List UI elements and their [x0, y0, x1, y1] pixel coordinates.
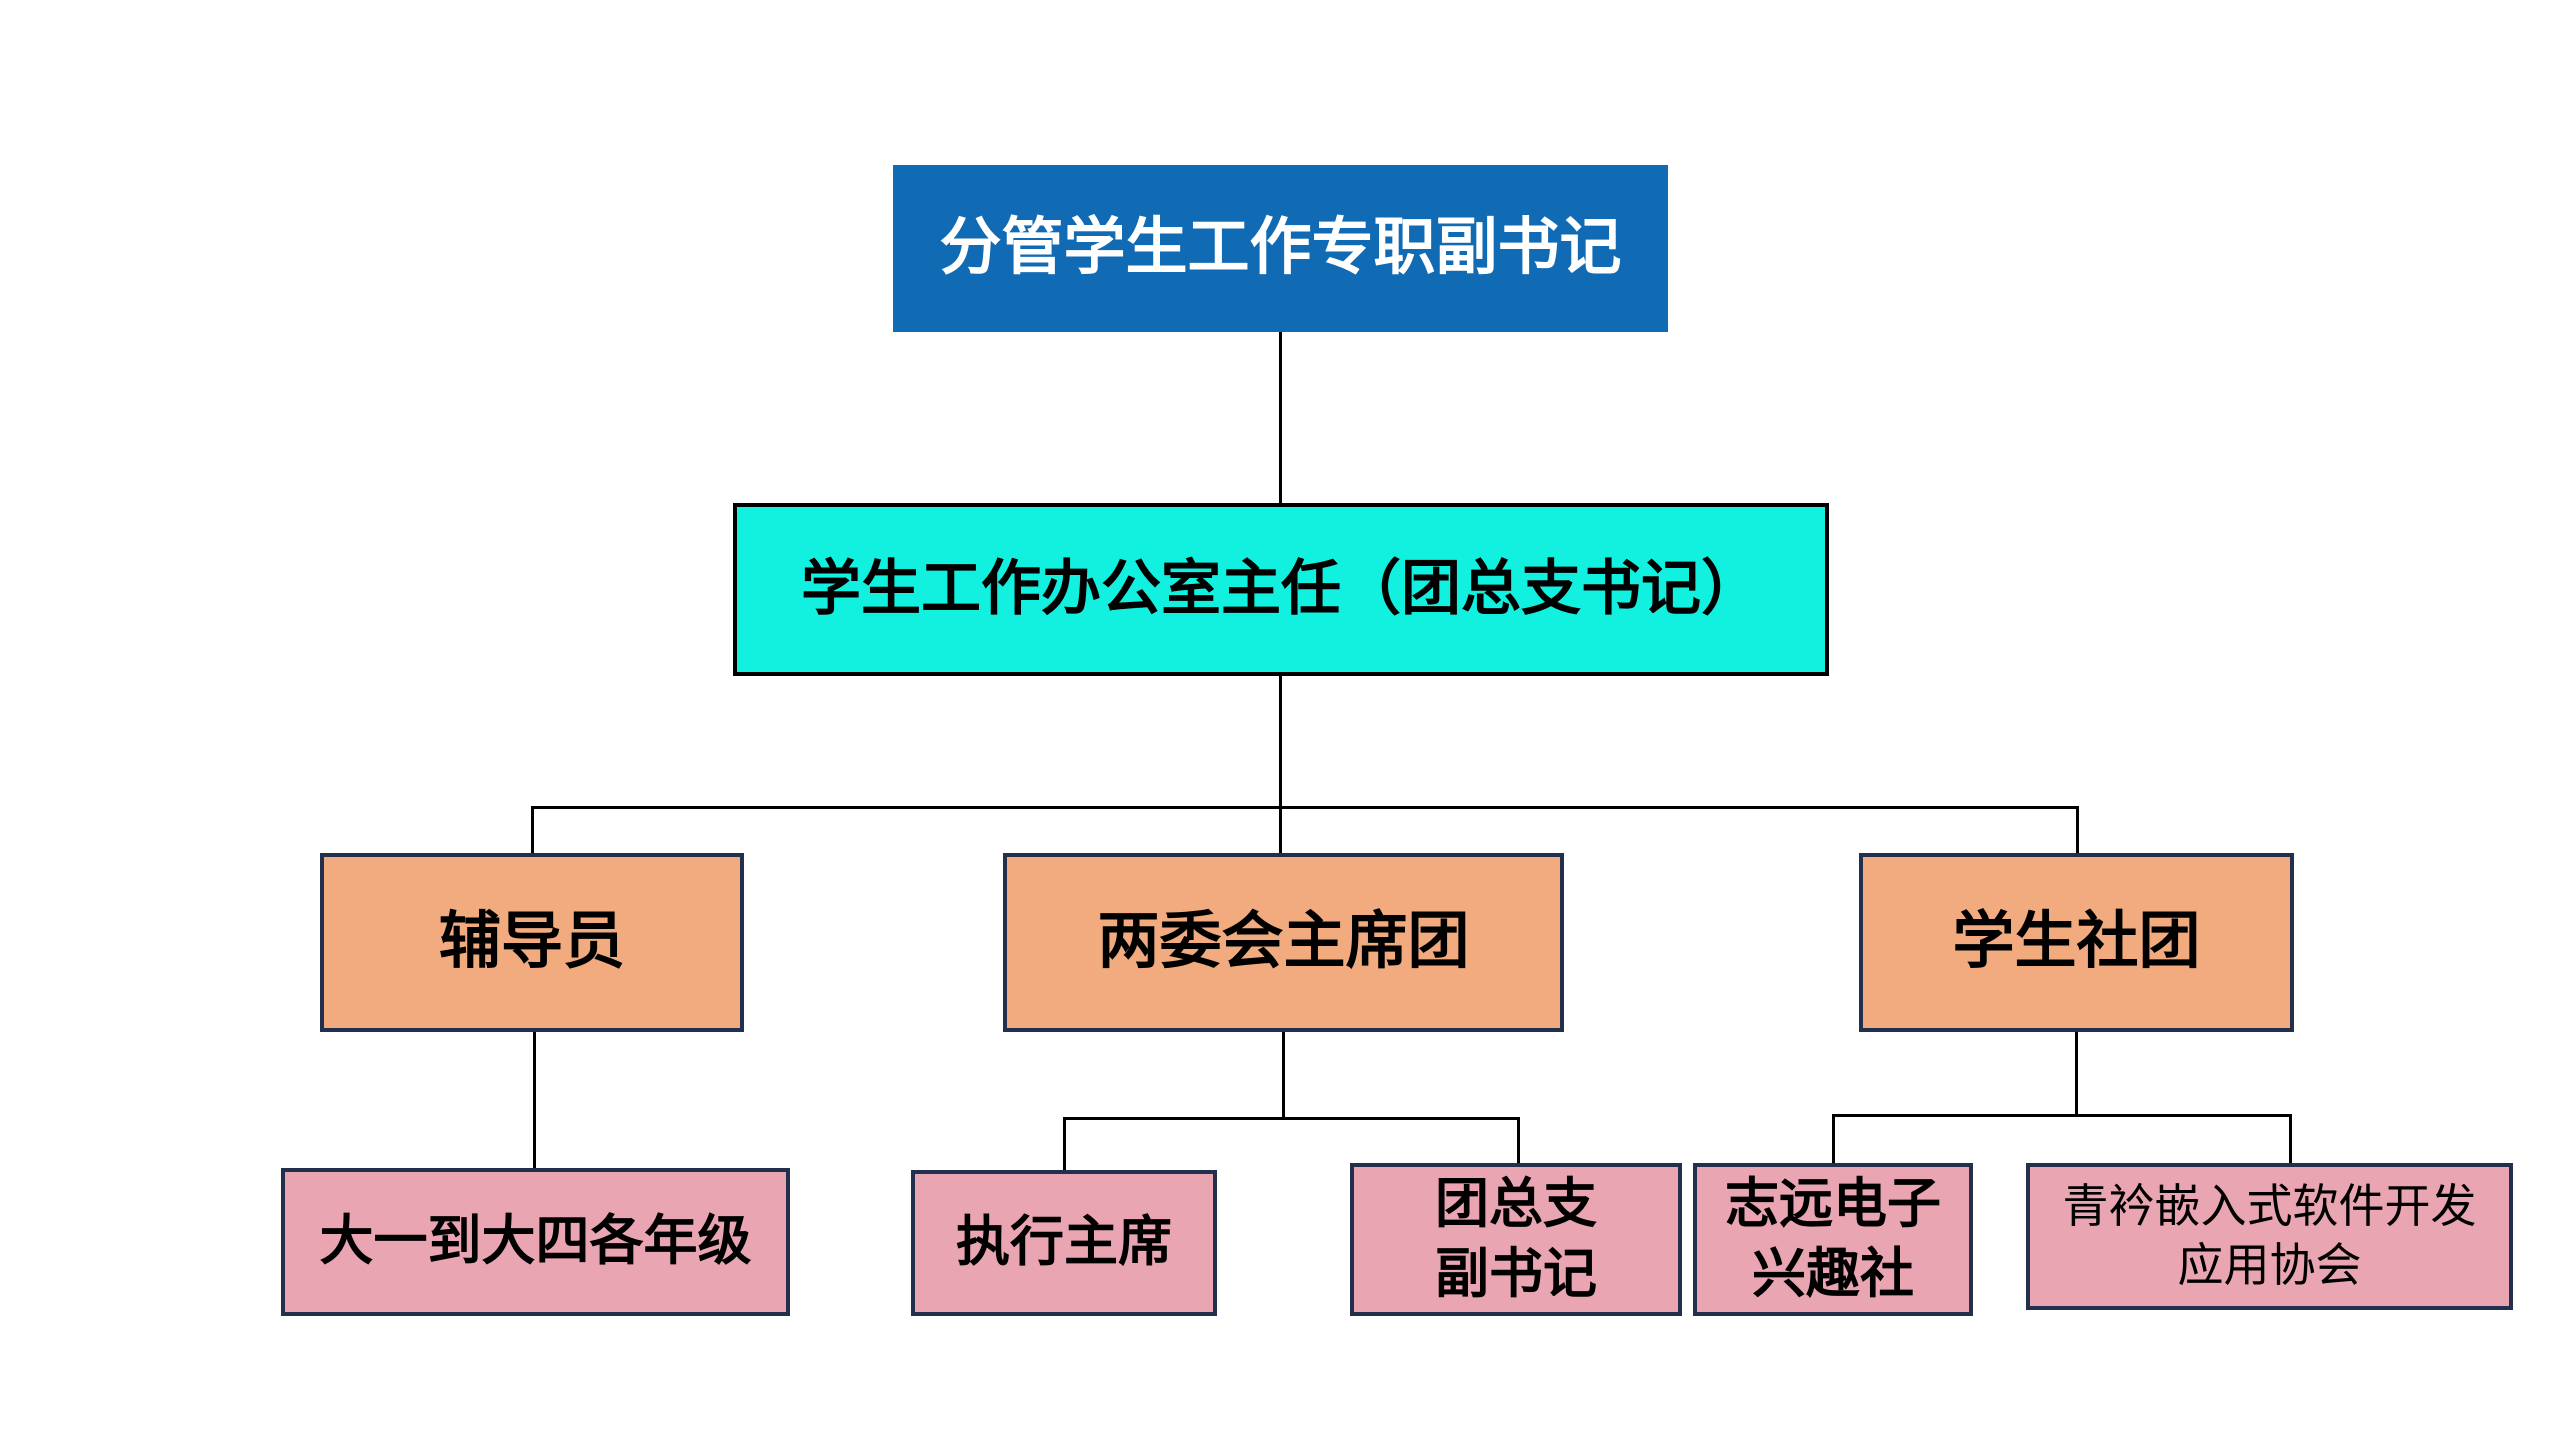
- node-student-clubs-label: 学生社团: [1952, 907, 2201, 976]
- node-counselor-label: 辅导员: [438, 907, 625, 976]
- node-zhiyuan-club: 志远电子 兴趣社: [1693, 1163, 1973, 1316]
- connector-root-office: [1279, 332, 1282, 503]
- connector-rail-clubs: [2076, 806, 2079, 853]
- node-exec-chair: 执行主席: [911, 1170, 1217, 1316]
- connector-rail-exec-chair: [1063, 1117, 1066, 1170]
- node-deputy-secretary-root-label: 分管学生工作专职副书记: [939, 213, 1622, 282]
- connector-presidium-rail: [1063, 1117, 1520, 1120]
- node-qingjin-assoc: 青衿嵌入式软件开发 应用协会: [2026, 1163, 2513, 1310]
- node-student-clubs: 学生社团: [1859, 853, 2294, 1032]
- connector-rail-league-deputy: [1517, 1117, 1520, 1165]
- node-deputy-secretary-root: 分管学生工作专职副书记: [893, 165, 1668, 332]
- node-league-deputy-label: 团总支 副书记: [1435, 1174, 1597, 1304]
- connector-clubs-rail: [1832, 1114, 2292, 1117]
- node-league-deputy: 团总支 副书记: [1350, 1163, 1682, 1316]
- connector-rail-counselor: [531, 806, 534, 853]
- node-exec-chair-label: 执行主席: [956, 1212, 1172, 1273]
- node-qingjin-assoc-label: 青衿嵌入式软件开发 应用协会: [2062, 1180, 2477, 1291]
- connector-rail-qingjin: [2289, 1114, 2292, 1165]
- node-student-work-office: 学生工作办公室主任（团总支书记）: [733, 503, 1829, 676]
- connector-office-drop: [1279, 676, 1282, 853]
- connector-clubs-drop: [2075, 1032, 2078, 1115]
- node-zhiyuan-club-label: 志远电子 兴趣社: [1725, 1174, 1941, 1304]
- node-grades: 大一到大四各年级: [281, 1168, 790, 1316]
- node-presidium-label: 两委会主席团: [1097, 907, 1470, 976]
- node-counselor: 辅导员: [320, 853, 744, 1032]
- connector-counselor-grades: [533, 1032, 536, 1168]
- node-presidium: 两委会主席团: [1003, 853, 1564, 1032]
- connector-rail-zhiyuan: [1832, 1114, 1835, 1165]
- connector-presidium-drop: [1282, 1032, 1285, 1118]
- connector-level3-rail: [531, 806, 2079, 809]
- node-student-work-office-label: 学生工作办公室主任（团总支书记）: [801, 556, 1761, 623]
- node-grades-label: 大一到大四各年级: [319, 1211, 752, 1272]
